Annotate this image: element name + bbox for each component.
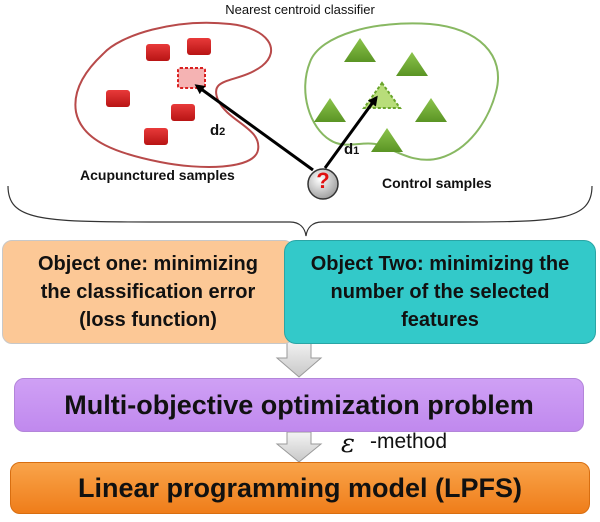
multi-objective-label: Multi-objective optimization problem — [64, 389, 534, 420]
acupunctured-centroid-square — [177, 67, 206, 89]
acupunctured-samples-label: Acupunctured samples — [80, 167, 235, 183]
distance-d1-label: d1 — [344, 141, 359, 158]
control-sample-triangle — [344, 38, 376, 62]
down-arrow-icon — [275, 339, 323, 378]
d1-subscript: 1 — [353, 145, 360, 157]
acupunctured-region-outline — [74, 21, 273, 168]
control-sample-triangle — [371, 128, 403, 152]
epsilon-method-label: -method — [370, 430, 448, 453]
question-mark-icon: ? — [316, 168, 330, 193]
unknown-sample-circle — [307, 168, 339, 200]
acupunctured-sample-square — [144, 128, 168, 145]
object-two-line: number of the selected — [330, 281, 550, 303]
down-arrow-icon — [275, 431, 323, 463]
control-centroid-triangle — [362, 81, 402, 109]
d1-text: d — [344, 141, 354, 158]
object-two-line: features — [401, 309, 479, 331]
acupunctured-sample-square — [171, 104, 195, 121]
object-one-line: (loss function) — [79, 309, 217, 331]
control-region-outline — [304, 22, 499, 161]
curly-brace — [7, 185, 593, 237]
distance-d2-label: d2 — [210, 122, 225, 139]
distance-arrow-d1 — [323, 95, 378, 169]
object-two-box: Object Two: minimizing the number of the… — [284, 240, 596, 344]
object-one-box: Object one: minimizing the classificatio… — [2, 240, 294, 344]
control-sample-triangle — [314, 98, 346, 122]
d2-subscript: 2 — [219, 126, 226, 138]
linear-programming-box: Linear programming model (LPFS) — [10, 462, 590, 514]
distance-arrow-d2 — [194, 84, 314, 172]
epsilon-symbol: ε — [341, 429, 355, 459]
object-one-line: the classification error — [40, 281, 256, 303]
control-samples-label: Control samples — [382, 175, 492, 191]
object-two-line: Object Two: minimizing the — [310, 253, 570, 275]
control-sample-triangle — [415, 98, 447, 122]
acupunctured-sample-square — [187, 38, 211, 55]
linear-programming-label: Linear programming model (LPFS) — [77, 472, 523, 503]
d2-text: d — [210, 122, 220, 139]
multi-objective-box: Multi-objective optimization problem — [14, 378, 584, 432]
acupunctured-sample-square — [146, 44, 170, 61]
control-sample-triangle — [396, 52, 428, 76]
acupunctured-sample-square — [106, 90, 130, 107]
diagram-title: Nearest centroid classifier — [225, 2, 375, 17]
object-one-line: Object one: minimizing — [37, 253, 258, 275]
